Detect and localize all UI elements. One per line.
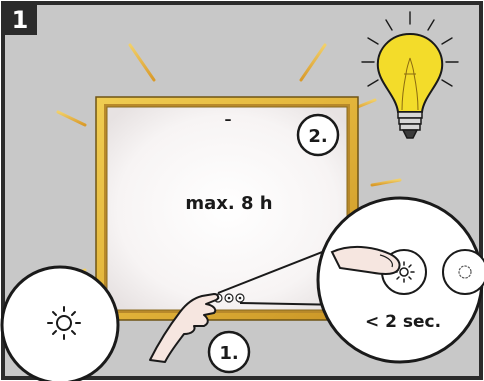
press-duration-label: < 2 sec. [365, 312, 441, 332]
step-1-label: 1. [219, 343, 238, 364]
step-2-label: 2. [308, 126, 327, 147]
zoom-callout: < 2 sec. [318, 198, 484, 362]
duration-label: max. 8 h [185, 193, 272, 214]
step-badge: 1 [3, 3, 37, 35]
minus-indicator: – [225, 112, 232, 128]
zoom-dim-button[interactable] [443, 250, 484, 294]
step-1-callout: 1. [209, 332, 249, 372]
light-button-callout [2, 267, 118, 381]
step-2-callout: 2. [298, 115, 338, 155]
step-number: 1 [12, 6, 29, 34]
